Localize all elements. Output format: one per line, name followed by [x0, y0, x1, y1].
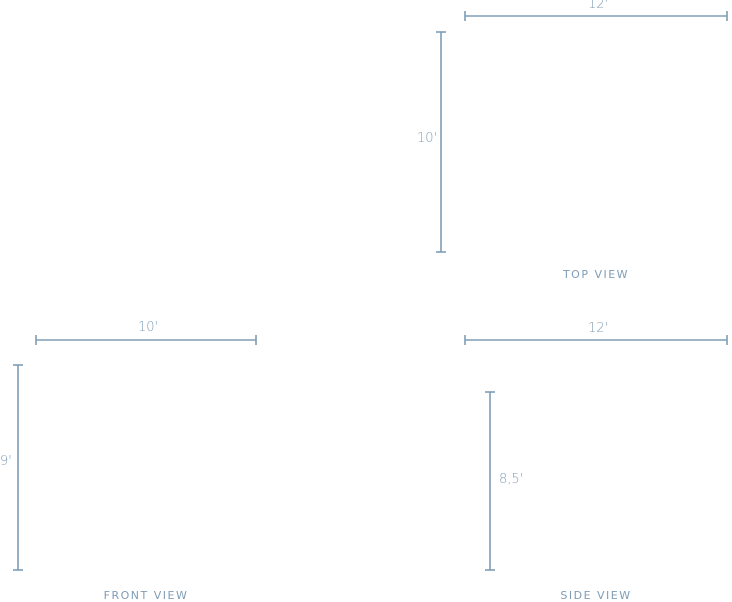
front-view-height-dimension: [13, 364, 23, 571]
side-view-height-label: 8,5': [499, 472, 524, 487]
front-view-title: FRONT VIEW: [103, 589, 189, 602]
side-view-width-label: 12': [588, 321, 609, 336]
top-view-width-label: 12': [588, 0, 609, 12]
front-view-width-label: 10': [138, 320, 159, 335]
top-view-width-dimension: [464, 11, 728, 21]
front-view-width-dimension: [35, 335, 257, 345]
side-view-height-dimension: [485, 391, 495, 571]
front-view-height-label: 9': [0, 454, 12, 469]
top-view-depth-label: 10': [417, 131, 438, 146]
side-view-width-dimension: [464, 335, 728, 345]
side-view-title: SIDE VIEW: [560, 589, 632, 602]
top-view-title: TOP VIEW: [562, 268, 630, 281]
top-view-depth-dimension: [436, 31, 446, 253]
